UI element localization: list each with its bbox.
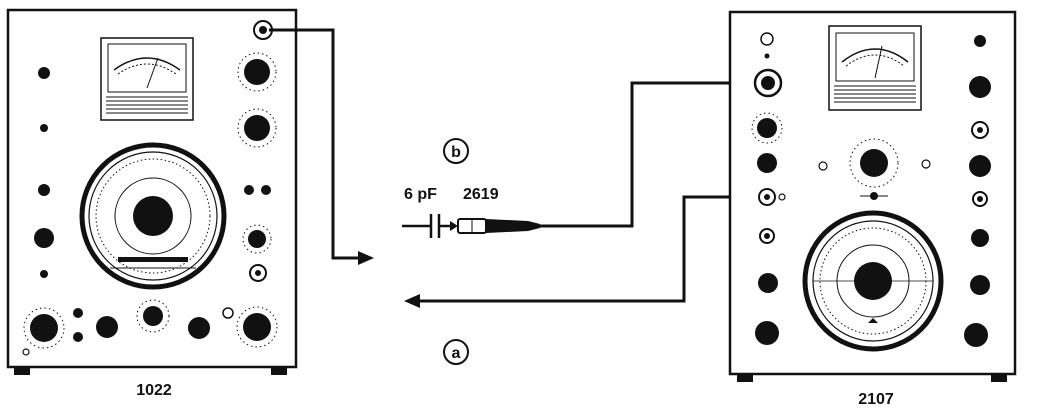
- knob[interactable]: [143, 306, 163, 326]
- small-knob[interactable]: [38, 184, 50, 196]
- small-knob[interactable]: [244, 185, 254, 195]
- main-dial[interactable]: [802, 210, 944, 352]
- small-knob[interactable]: [222, 307, 234, 319]
- small-knob[interactable]: [73, 332, 83, 342]
- marker-b: b: [451, 144, 461, 161]
- meter: [828, 25, 922, 111]
- main-dial[interactable]: [79, 142, 227, 290]
- knob[interactable]: [860, 149, 888, 177]
- knob[interactable]: [34, 228, 54, 248]
- probe-label: 2619: [463, 186, 499, 203]
- knob[interactable]: [244, 59, 270, 85]
- small-knob[interactable]: [974, 35, 986, 47]
- instrument-label-right: 2107: [858, 391, 894, 408]
- knob[interactable]: [188, 317, 210, 339]
- knob[interactable]: [244, 115, 270, 141]
- knob[interactable]: [243, 313, 271, 341]
- knob[interactable]: [757, 118, 777, 138]
- knob[interactable]: [755, 321, 779, 345]
- capacitor-arrow: [450, 221, 458, 231]
- knob[interactable]: [969, 76, 991, 98]
- cable-a: [420, 195, 764, 303]
- instrument-1022: 1022: [6, 8, 298, 399]
- instrument-2107: 2107: [728, 10, 1017, 408]
- small-knob[interactable]: [40, 124, 48, 132]
- small-knob[interactable]: [764, 53, 770, 59]
- small-knob[interactable]: [40, 270, 48, 278]
- lamp: [22, 348, 30, 356]
- knob[interactable]: [757, 153, 777, 173]
- knob[interactable]: [248, 230, 266, 248]
- small-knob[interactable]: [921, 159, 931, 169]
- marker-b-circle: b: [443, 138, 469, 164]
- marker-a: a: [452, 345, 461, 362]
- knob[interactable]: [30, 314, 58, 342]
- arrow-right: [358, 251, 374, 265]
- knob[interactable]: [970, 275, 990, 295]
- probe-2619[interactable]: [457, 218, 540, 234]
- knob[interactable]: [96, 316, 118, 338]
- small-knob[interactable]: [73, 308, 83, 318]
- capacitor-label: 6 pF: [404, 186, 437, 203]
- cable-probe: [540, 81, 768, 228]
- small-knob[interactable]: [38, 67, 50, 79]
- capacitor-symbol: [402, 214, 452, 238]
- meter: [100, 37, 194, 121]
- marker-a-circle: a: [443, 339, 469, 365]
- knob[interactable]: [964, 323, 988, 347]
- small-knob[interactable]: [818, 161, 828, 171]
- cable-b: [269, 28, 362, 260]
- arrow-left: [404, 294, 420, 308]
- lamp: [760, 32, 774, 46]
- knob[interactable]: [969, 155, 991, 177]
- knob[interactable]: [758, 273, 778, 293]
- small-knob[interactable]: [261, 185, 271, 195]
- cables: [269, 28, 768, 303]
- knob[interactable]: [971, 229, 989, 247]
- instrument-label-left: 1022: [136, 382, 172, 399]
- input-jack[interactable]: [753, 68, 783, 98]
- small-knob[interactable]: [778, 193, 786, 201]
